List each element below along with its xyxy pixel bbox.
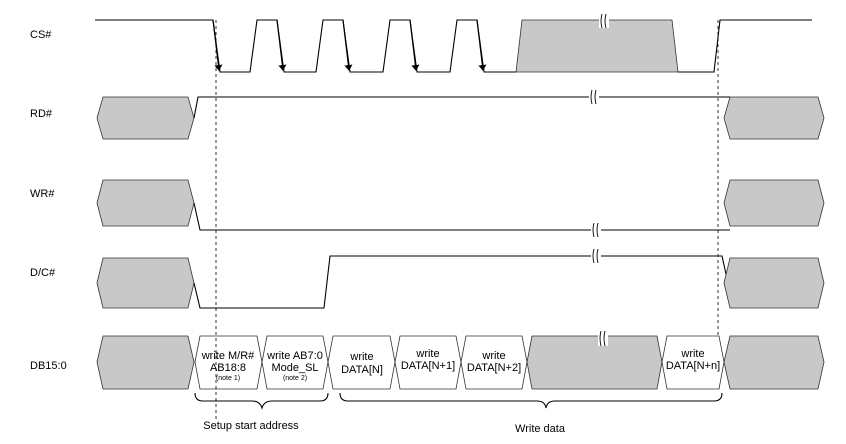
bus-cell-1-line1: write M/R#	[201, 350, 255, 362]
bus-cell-2-line1: write AB7:0	[266, 350, 323, 362]
write-brace	[339, 392, 723, 409]
bus-cell-6-line1: write	[680, 348, 704, 360]
bus-cell-6-line2: DATA[N+n]	[666, 360, 720, 372]
cs-label: CS#	[30, 29, 52, 41]
bus-cell-2-note: (note 2)	[283, 375, 307, 382]
db-bus	[96, 330, 825, 390]
rd-waveform	[96, 89, 825, 140]
bus-cell-5-line2: DATA[N+2]	[467, 362, 521, 374]
wr-waveform	[96, 179, 825, 238]
bus-cell-4-line1: write	[415, 348, 439, 360]
bus-cell-1-note: (note 1)	[216, 375, 240, 382]
bus-cell-5-line1: write	[481, 350, 505, 362]
dc-waveform	[96, 248, 825, 309]
rd-label: RD#	[30, 108, 53, 120]
bus-cell-3-line1: write	[349, 351, 373, 363]
write-data-label: Write data	[515, 423, 566, 435]
setup-start-address-label: Setup start address	[203, 420, 299, 432]
db-label: DB15:0	[30, 360, 67, 372]
bus-cell-4-line2: DATA[N+1]	[401, 360, 455, 372]
dc-label: D/C#	[30, 267, 56, 279]
bus-cell-3-line2: DATA[N]	[341, 364, 383, 376]
bus-cell-1-line2: AB18:8	[210, 362, 246, 374]
setup-brace	[194, 392, 329, 410]
cs-waveform	[95, 13, 812, 73]
wr-label: WR#	[30, 188, 55, 200]
bus-cell-2-line2: Mode_SL	[271, 362, 318, 374]
